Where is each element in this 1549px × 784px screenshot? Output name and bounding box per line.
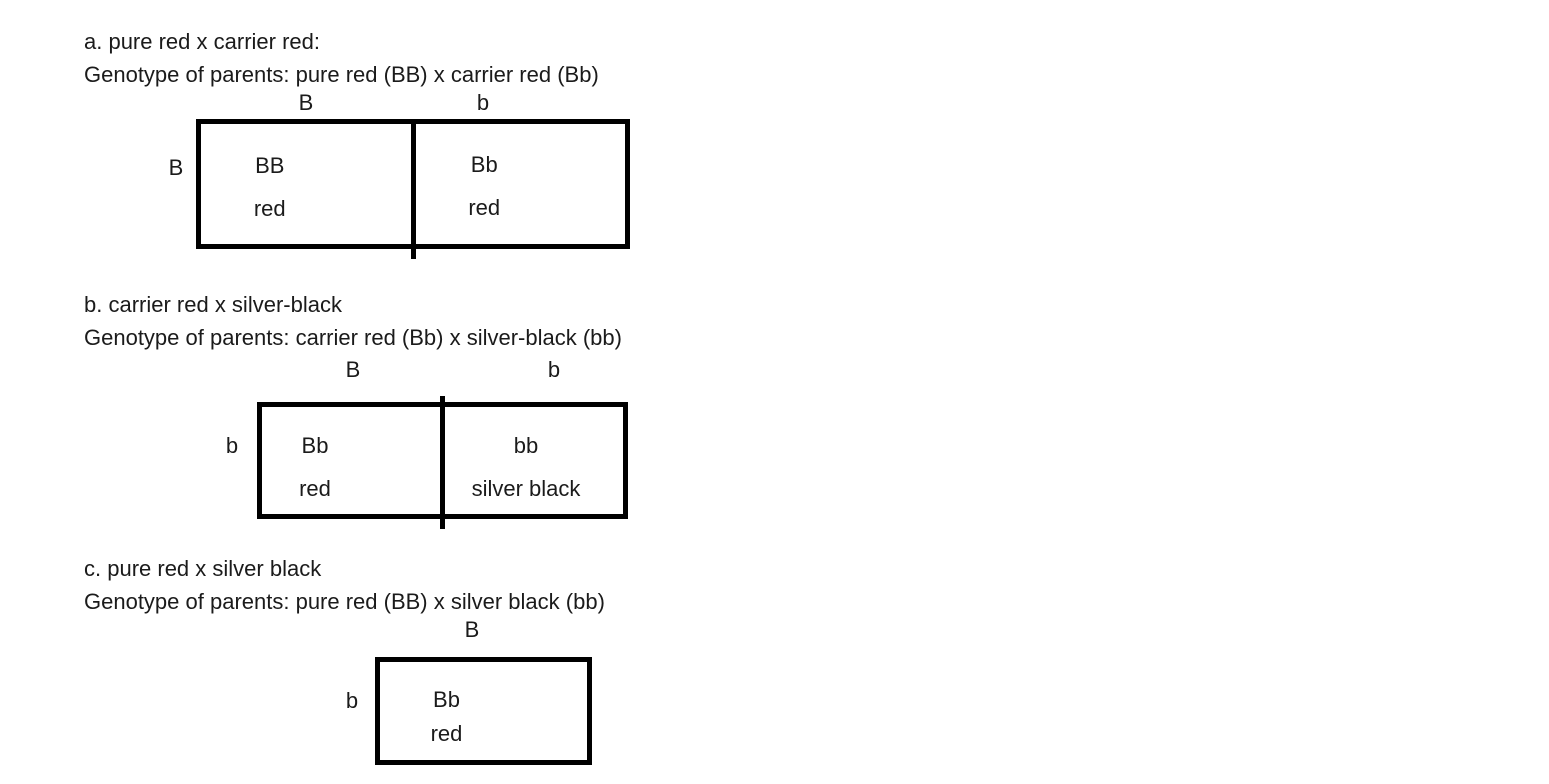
cross-a-column-allele-1: B [298,90,314,115]
offspring-genotype: Bb [433,687,460,712]
cross-a-title: a. pure red x carrier red: [84,29,320,54]
cross-b-punnett-square: Bb red bb silver black [257,396,628,529]
cross-c-title: c. pure red x silver black [84,556,322,581]
cross-a-column-allele-2: b [476,90,490,115]
offspring-genotype: BB [255,152,285,178]
cross-a-genotype-line: Genotype of parents: pure red (BB) x car… [84,62,599,87]
cross-b-column-allele-2: b [547,357,561,382]
cross-c-column-allele-1: B [464,617,480,642]
offspring-genotype: bb [513,433,539,458]
offspring-phenotype: red [430,721,463,746]
punnett-cell: Bb red [380,662,587,760]
offspring-genotype: Bb [301,433,329,458]
cross-b-column-allele-1: B [345,357,361,382]
offspring-phenotype: red [299,476,331,501]
cross-b-row-allele: b [225,433,239,458]
cross-a-row-allele: B [168,155,184,180]
punnett-cell: Bb red [410,124,626,259]
punnett-cell: BB red [201,124,411,244]
offspring-genotype: Bb [470,151,498,177]
cross-c-row-allele: b [345,688,359,713]
cross-b-genotype-line: Genotype of parents: carrier red (Bb) x … [84,325,622,350]
offspring-phenotype: silver black [471,476,581,501]
cross-b-title: b. carrier red x silver-black [84,292,342,317]
cross-c-punnett-square: Bb red [375,657,592,765]
cross-c-genotype-line: Genotype of parents: pure red (BB) x sil… [84,589,605,614]
punnett-cell: Bb red [262,407,440,514]
offspring-phenotype: red [468,194,501,220]
punnett-cell: bb silver black [440,396,623,529]
offspring-phenotype: red [253,195,286,221]
cross-a-punnett-square: BB red Bb red [196,119,630,259]
